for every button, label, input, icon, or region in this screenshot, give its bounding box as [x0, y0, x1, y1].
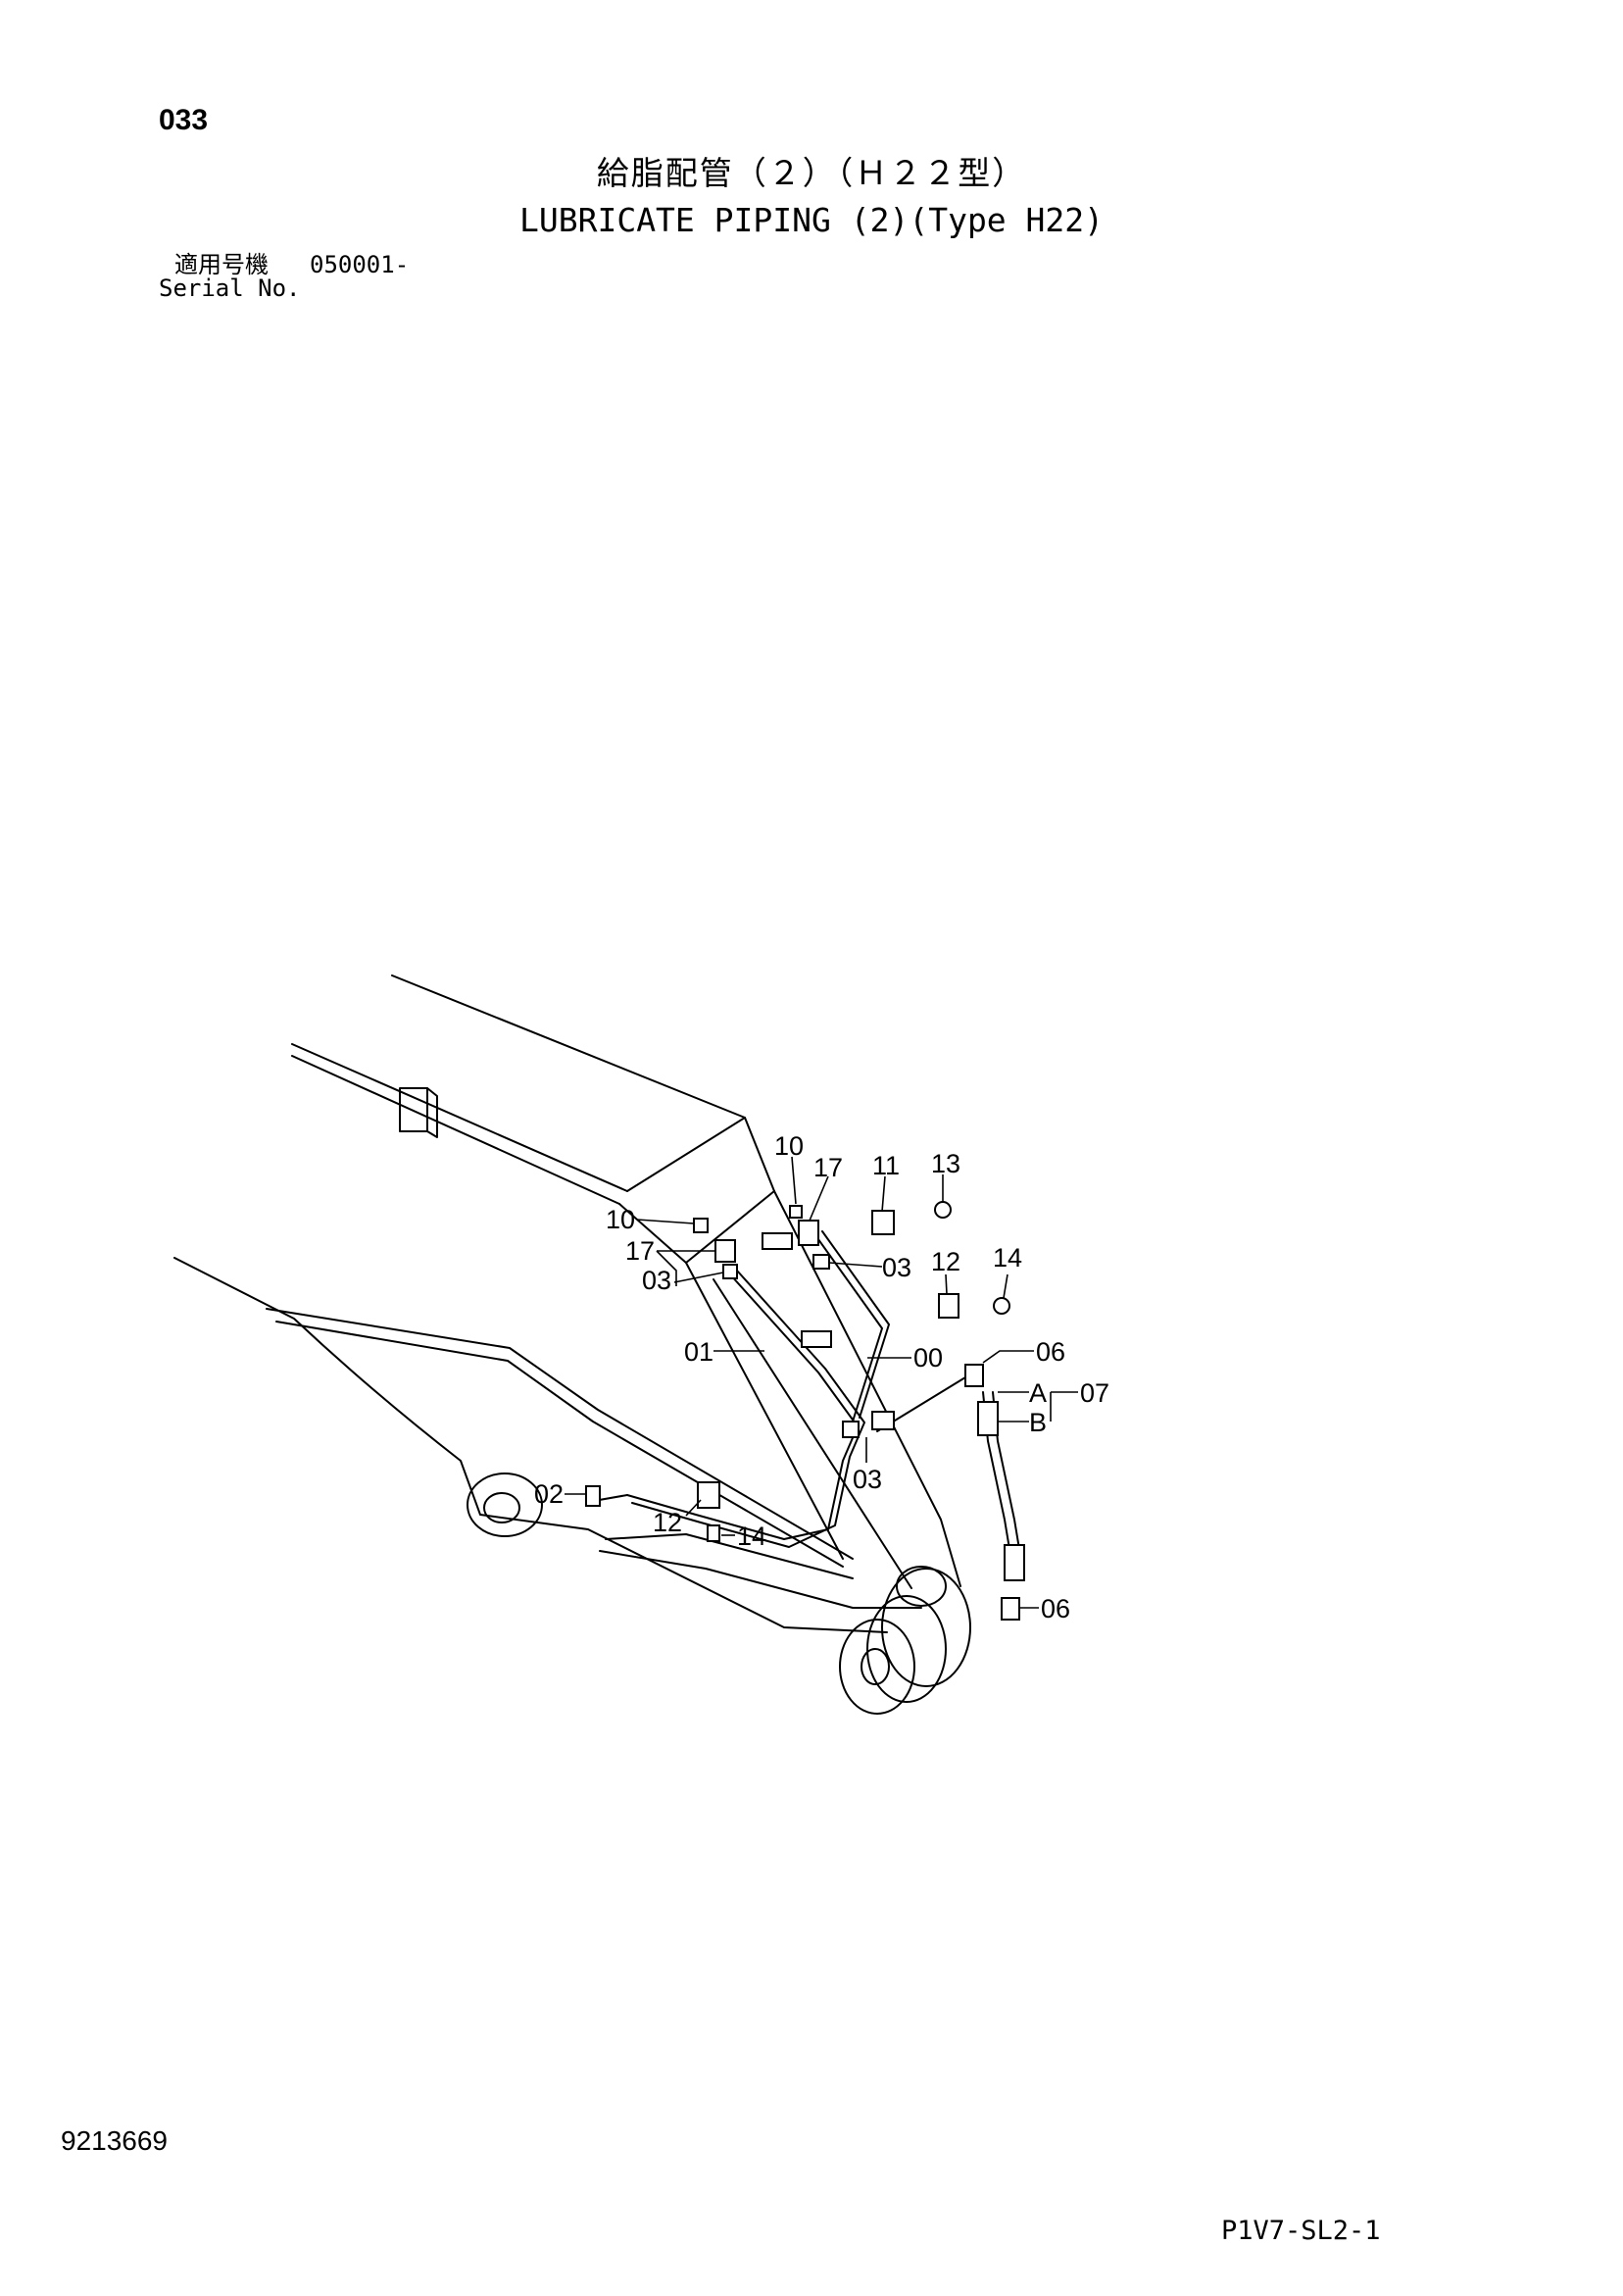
- leader-lines: [565, 1156, 1078, 1609]
- callout-03-right: 03: [882, 1253, 911, 1282]
- callout-B: B: [1029, 1408, 1047, 1437]
- serial-label-english: Serial No.: [159, 275, 301, 302]
- bolt-13: [934, 1201, 952, 1219]
- callout-10-top: 10: [774, 1131, 804, 1161]
- page-title-english: LUBRICATE PIPING (2)(Type H22): [518, 201, 1105, 239]
- leader-07-bracket: [998, 1391, 1078, 1423]
- serial-number-value: 050001-: [310, 251, 410, 278]
- boom-top-bracket-side: [426, 1087, 438, 1138]
- boom-lower-edge: [173, 1257, 888, 1633]
- callout-06-top: 06: [1036, 1337, 1065, 1367]
- fittings: [585, 1201, 1025, 1621]
- hose-fitting-lower: [1004, 1544, 1025, 1581]
- fitting-03-mid: [842, 1421, 860, 1438]
- clamp-plate-top: [762, 1232, 793, 1250]
- clamp-mid: [871, 1411, 895, 1430]
- boom-foot-bore: [483, 1492, 520, 1523]
- boom-tip-top: [626, 1117, 775, 1192]
- leader-03-right: [828, 1262, 883, 1268]
- leader-12-low: [685, 1499, 702, 1517]
- callout-03-left: 03: [642, 1266, 671, 1295]
- callout-14-low: 14: [737, 1522, 766, 1551]
- callout-12-right: 12: [931, 1247, 960, 1276]
- tip-boss-mid: [866, 1595, 947, 1703]
- clamp-12-right: [938, 1293, 959, 1319]
- clamp-12-low: [697, 1481, 720, 1509]
- callout-17-left: 17: [625, 1236, 655, 1266]
- tip-boss-outer: [881, 1568, 971, 1687]
- tip-boss-top: [896, 1566, 947, 1607]
- callout-17-top: 17: [813, 1153, 843, 1182]
- leader-11: [881, 1175, 886, 1213]
- callout-00: 00: [913, 1343, 943, 1373]
- document-number: 9213669: [61, 2125, 169, 2156]
- boom-top-edge: [391, 974, 746, 1119]
- clamp-plate-mid: [801, 1330, 832, 1348]
- leader-12-right: [945, 1273, 948, 1295]
- leader-03-left: [673, 1272, 724, 1283]
- boom-front-inner: [713, 1278, 912, 1589]
- callout-11: 11: [872, 1151, 900, 1180]
- elbow-06-top: [964, 1364, 984, 1387]
- pipe-01: [626, 1273, 859, 1540]
- elbow-06-bottom: [1001, 1597, 1020, 1621]
- callout-14-right: 14: [993, 1243, 1022, 1273]
- callout-07: 07: [1080, 1378, 1109, 1408]
- callout-A: A: [1029, 1378, 1047, 1408]
- leader-10-left: [636, 1219, 695, 1224]
- boom-side-panel: [266, 1308, 854, 1560]
- fitting-17-left: [714, 1239, 736, 1263]
- fitting-02: [585, 1485, 601, 1507]
- boom-top-rail-outer: [291, 1043, 628, 1192]
- leader-10-top: [791, 1156, 797, 1205]
- page-number: 033: [159, 104, 209, 136]
- hose-fitting-upper: [977, 1401, 999, 1436]
- fitting-10-left: [693, 1218, 709, 1233]
- boom-structure: [173, 974, 971, 1715]
- callout-02: 02: [534, 1479, 564, 1509]
- clamp-17-top: [798, 1220, 819, 1246]
- serial-label-japanese: 適用号機: [174, 251, 269, 278]
- tip-boss-front: [839, 1619, 915, 1715]
- pipe-00-parallel: [821, 1230, 890, 1419]
- callout-01: 01: [684, 1337, 713, 1367]
- callout-12-low: 12: [653, 1508, 682, 1537]
- leader-17-top: [809, 1175, 829, 1222]
- page-title-japanese: 給脂配管（２）（Ｈ２２型）: [596, 154, 1027, 192]
- leader-06-top: [982, 1350, 1034, 1364]
- callout-03-mid: 03: [853, 1465, 882, 1494]
- fitting-10-top: [789, 1205, 803, 1219]
- boom-front-right: [773, 1190, 961, 1587]
- boom-foot-boss: [467, 1472, 543, 1537]
- bolt-14-low: [707, 1524, 720, 1542]
- fitting-03-left: [722, 1264, 738, 1279]
- callout-06-bottom: 06: [1041, 1594, 1070, 1623]
- boom-top-rail-inner: [291, 1055, 620, 1205]
- bolt-14-right: [993, 1297, 1010, 1315]
- fitting-03-right: [812, 1254, 830, 1270]
- bracket-lower-2: [605, 1533, 854, 1579]
- tip-bore: [861, 1648, 890, 1685]
- clamp-11: [871, 1210, 895, 1235]
- boom-top-bracket: [399, 1087, 428, 1132]
- callout-10-left: 10: [606, 1205, 635, 1234]
- bracket-lower: [599, 1550, 922, 1609]
- page-code: P1V7-SL2-1: [1221, 2216, 1381, 2246]
- boom-front-left: [685, 1262, 844, 1560]
- callout-labels: 10 17 11 13 10 17 03 03 12 14 01 00 06 A…: [534, 1131, 1109, 1623]
- leader-14-right: [1003, 1273, 1008, 1299]
- callout-13: 13: [931, 1149, 960, 1178]
- leader-17-bracket: [656, 1250, 677, 1286]
- pipe-00: [814, 1234, 883, 1423]
